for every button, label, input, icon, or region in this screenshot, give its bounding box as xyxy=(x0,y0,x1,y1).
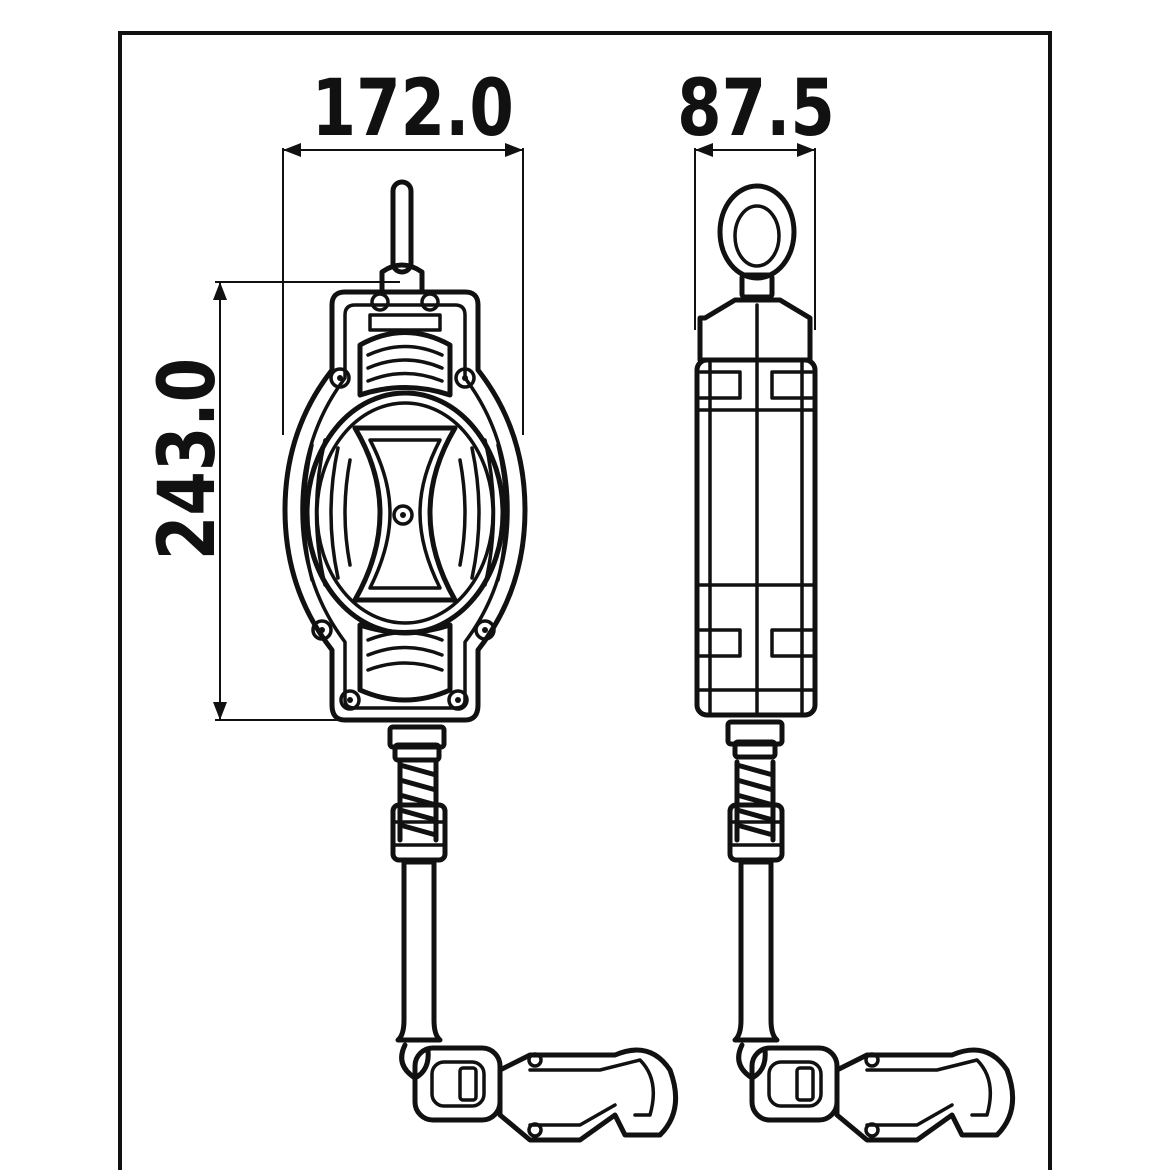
dimension-side-width xyxy=(694,143,816,330)
dimension-front-height xyxy=(213,281,400,721)
side-width-label: 87.5 xyxy=(677,64,835,154)
front-view xyxy=(282,179,679,1143)
front-height-label: 243.0 xyxy=(143,357,233,561)
drawing-frame xyxy=(118,31,1052,1170)
front-width-label: 172.0 xyxy=(311,64,514,154)
side-view xyxy=(694,183,1016,1143)
dimension-front-width xyxy=(282,143,524,435)
